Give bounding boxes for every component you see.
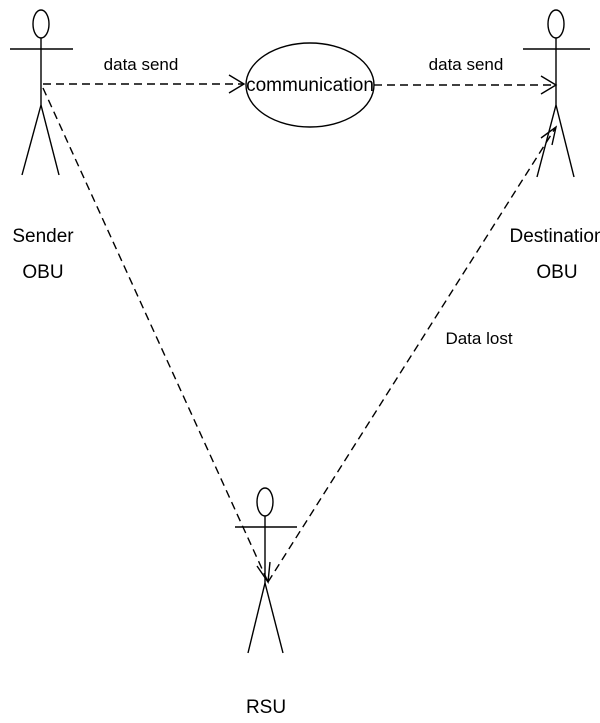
rsu-label: RSU	[246, 697, 286, 718]
sender-obu-actor	[10, 9, 73, 176]
edge-communication-to-destination	[374, 75, 558, 95]
data-lost-label: Data lost	[445, 329, 512, 348]
destination-label-line2: OBU	[536, 262, 577, 283]
edge-rsu-to-destination	[267, 125, 558, 583]
edge-sender-to-rsu	[42, 87, 271, 584]
communication-label: communication	[246, 75, 374, 96]
edge-sender-to-communication	[43, 74, 246, 94]
sender-data-send-label: data send	[104, 55, 179, 74]
sender-label-line2: OBU	[22, 262, 63, 283]
rsu-actor	[235, 487, 297, 654]
destination-data-send-label: data send	[429, 55, 504, 74]
destination-label-line1: Destination	[509, 226, 600, 247]
destination-obu-actor	[523, 9, 590, 178]
sender-label-line1: Sender	[12, 226, 74, 247]
